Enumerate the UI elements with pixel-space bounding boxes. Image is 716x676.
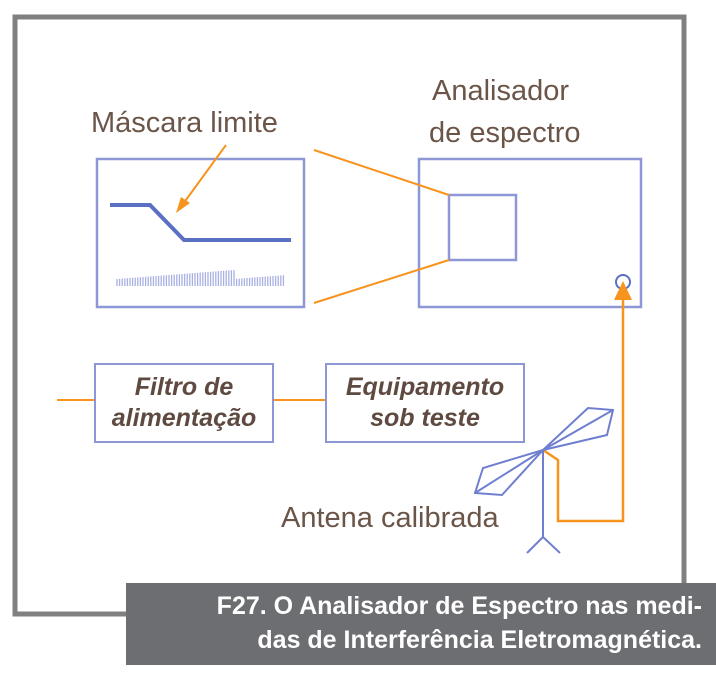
analyzer-label-line2: de espectro xyxy=(429,117,581,149)
eut-label-line2: sob teste xyxy=(370,404,480,432)
antenna-cable xyxy=(542,298,625,523)
cable-arrowhead xyxy=(614,281,632,300)
filter-label-line1: Filtro de xyxy=(134,373,234,401)
noise-spectrum xyxy=(116,270,285,286)
zoom-line-bottom xyxy=(313,259,450,304)
mask-arrowhead xyxy=(176,197,190,213)
analyzer-label-line1: Analisador xyxy=(432,75,570,107)
filter-label-line2: alimentação xyxy=(111,404,257,432)
analyzer-screen xyxy=(447,193,518,262)
zoom-line-top xyxy=(313,149,450,196)
figure-caption: F27. O Analisador de Espectro nas medi- … xyxy=(126,583,716,665)
caption-line2: das de Interferência Eletromagnética. xyxy=(257,626,702,654)
eut-label-line1: Equipamento xyxy=(345,373,505,401)
caption-line1: F27. O Analisador de Espectro nas medi- xyxy=(216,592,702,620)
antenna-icon xyxy=(473,406,615,554)
limit-mask-line xyxy=(110,203,291,242)
power-filter-box: Filtro de alimentação xyxy=(94,363,274,443)
mask-pointer-arrow xyxy=(182,144,227,205)
equipment-under-test-box: Equipamento sob teste xyxy=(325,363,525,443)
antenna-label: Antena calibrada xyxy=(281,502,499,534)
mask-label: Máscara limite xyxy=(91,107,278,139)
